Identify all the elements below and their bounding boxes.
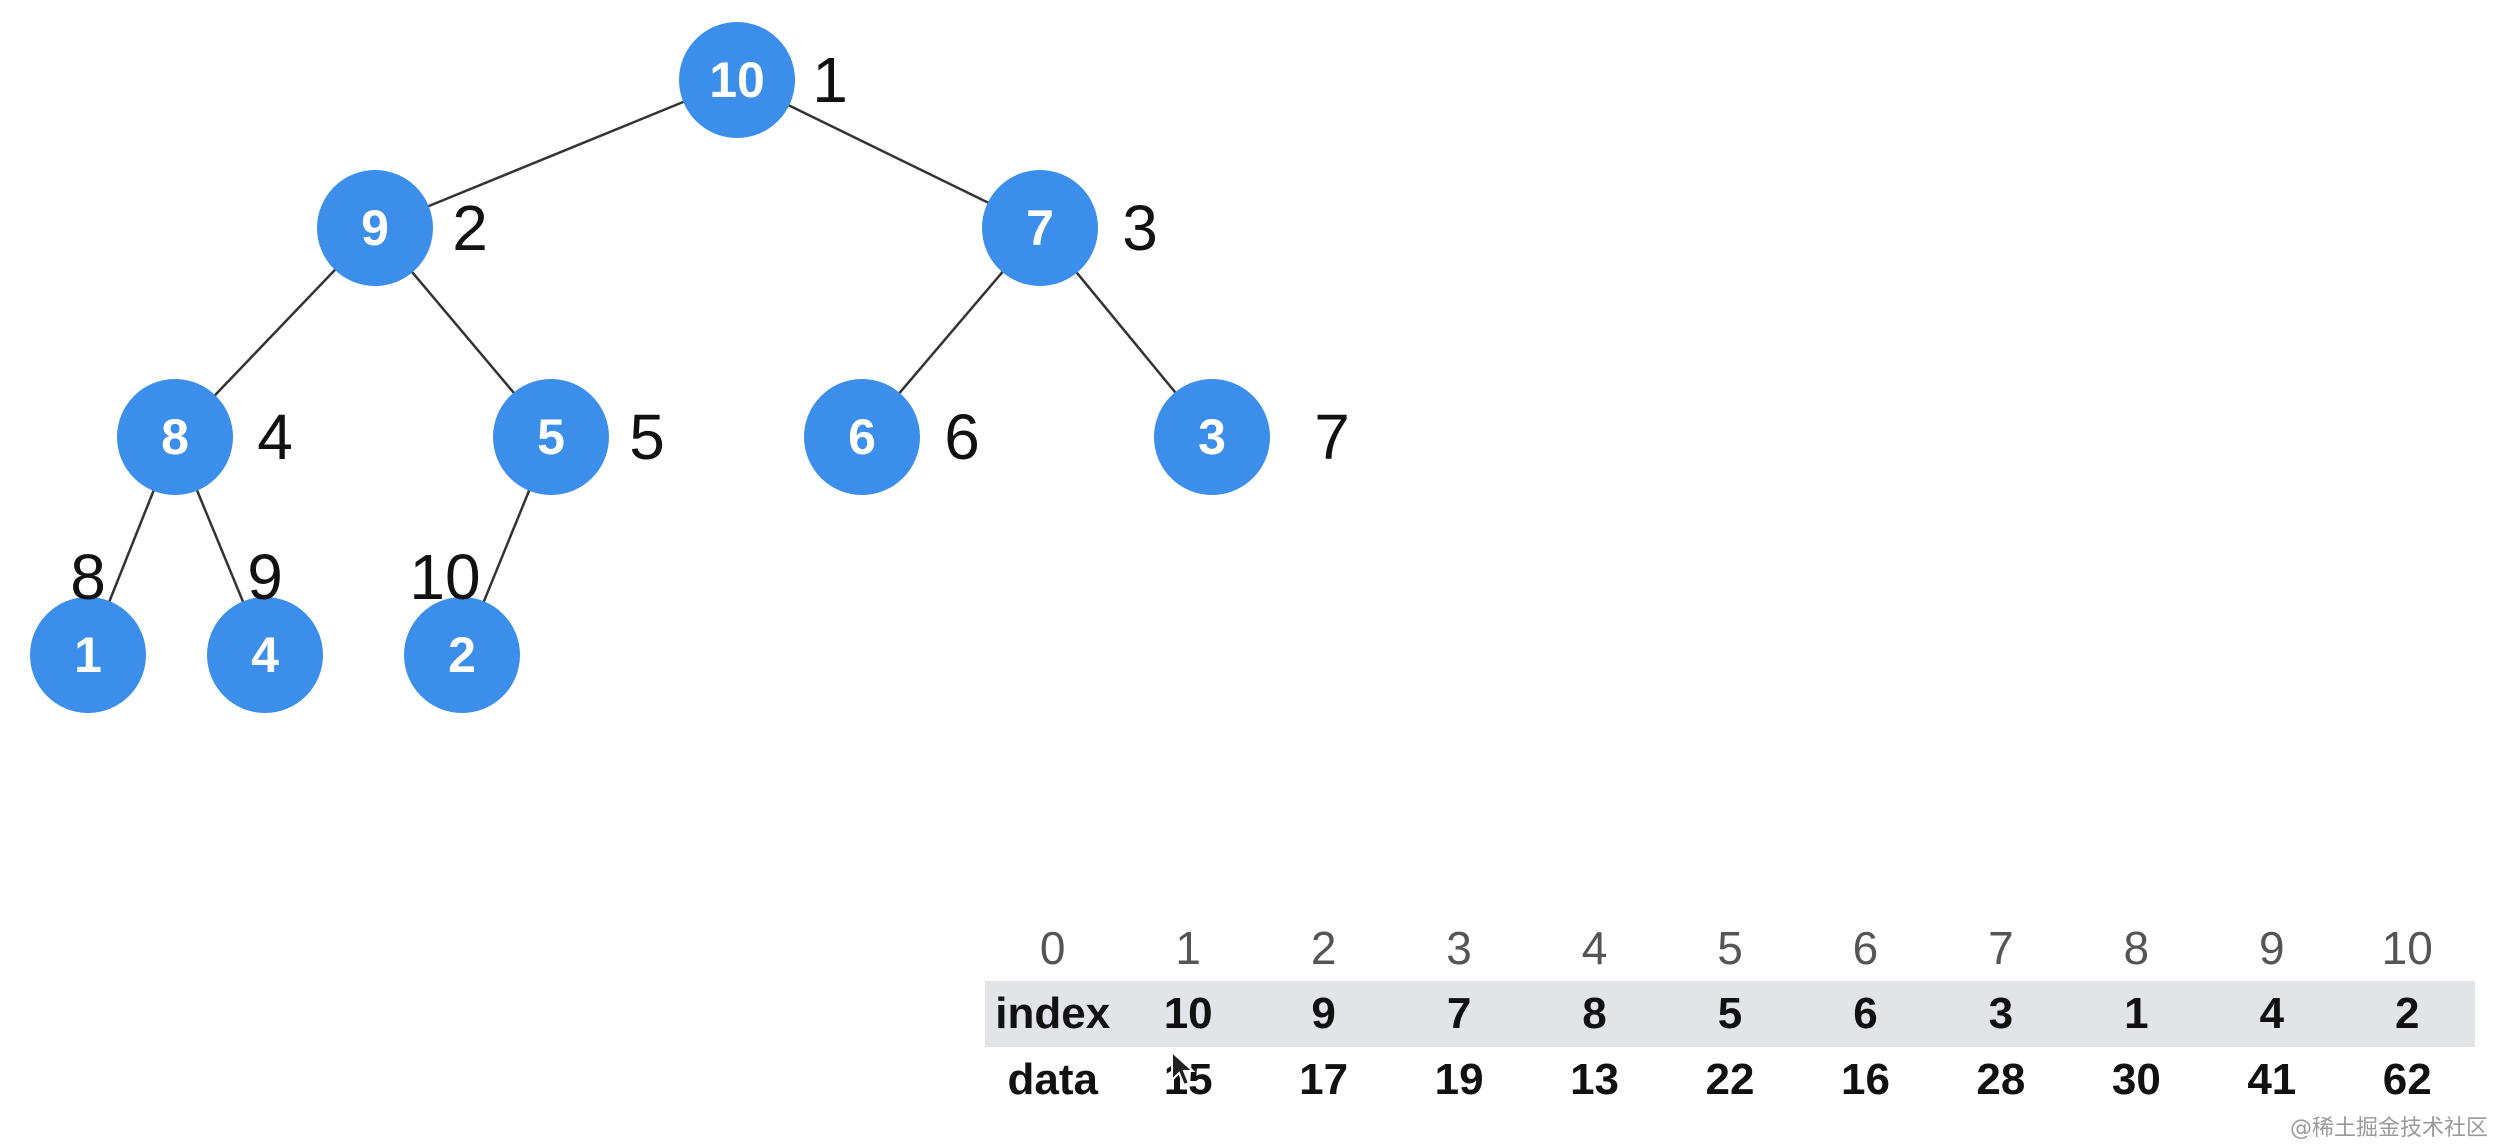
- index-cell: 9: [1255, 981, 1392, 1047]
- tree-node-index-label: 10: [409, 541, 480, 613]
- tree-node-circle: [982, 170, 1098, 286]
- tree-node-circle: [679, 22, 795, 138]
- index-cell: 3: [1933, 981, 2069, 1047]
- tree-node-value: 10: [709, 52, 765, 108]
- tree-node-value: 3: [1198, 409, 1226, 465]
- index-row-label: index: [985, 981, 1121, 1047]
- tree-node: 18: [30, 541, 146, 713]
- tree-node-circle: [117, 379, 233, 495]
- tree-edge: [374, 78, 738, 230]
- tree-node: 10 1: [679, 22, 848, 138]
- tree-node-value: 7: [1026, 200, 1054, 256]
- index-row: index 10 9 7 8 5 6 3 1 4 2: [985, 981, 2475, 1047]
- tree-node: 49: [207, 541, 323, 713]
- data-cell: 16: [1840, 1055, 1890, 1104]
- position-header: 0: [1039, 922, 1066, 974]
- data-cell: 13: [1570, 1055, 1620, 1104]
- tree-node-index-label: 1: [812, 44, 848, 116]
- index-cell: 7: [1391, 981, 1527, 1047]
- position-header: 9: [2259, 922, 2285, 974]
- tree-node-circle: [804, 379, 920, 495]
- data-row-label: data: [1007, 1055, 1098, 1104]
- tree-node-value: 4: [251, 627, 279, 683]
- data-cell: 41: [2247, 1055, 2297, 1104]
- tree-node-value: 9: [361, 200, 389, 256]
- tree-node-index-label: 3: [1122, 192, 1158, 264]
- tree-node-index-label: 8: [70, 541, 106, 613]
- position-header: 10: [2381, 922, 2433, 974]
- data-cell: 30: [2111, 1055, 2161, 1104]
- tree-node-circle: [404, 597, 520, 713]
- tree-node-index-label: 2: [452, 192, 488, 264]
- position-header: 8: [2123, 922, 2150, 974]
- position-header: 2: [1310, 922, 1337, 974]
- data-cell: 22: [1705, 1055, 1755, 1104]
- position-header: 6: [1852, 922, 1879, 974]
- index-cell: 5: [1662, 981, 1798, 1047]
- tree-node-value: 1: [74, 627, 102, 683]
- tree-node-circle: [493, 379, 609, 495]
- tree-node: 210: [404, 541, 520, 713]
- position-header: 5: [1717, 922, 1743, 974]
- data-row: data 15 17 19 13 22 16 28 30 41 62: [985, 1047, 2475, 1113]
- index-cell: 10: [1120, 981, 1256, 1047]
- tree-node-circle: [1154, 379, 1270, 495]
- heap-array-table: 0 1 2 3 4 5 6 7 8 9 10 index 10 9 7 8 5 …: [985, 915, 2475, 1113]
- index-cell: 8: [1526, 981, 1663, 1047]
- tree-node-value: 5: [537, 409, 565, 465]
- index-cell: 2: [2339, 981, 2475, 1047]
- index-cell: 6: [1797, 981, 1934, 1047]
- tree-node-value: 6: [848, 409, 876, 465]
- position-header: 3: [1446, 922, 1472, 974]
- index-cell: 1: [2068, 981, 2205, 1047]
- tree-node-value: 2: [448, 627, 476, 683]
- mouse-cursor-icon: [1171, 1050, 1196, 1087]
- tree-node-circle: [207, 597, 323, 713]
- position-header-row: 0 1 2 3 4 5 6 7 8 9 10: [985, 915, 2475, 981]
- tree-node-index-label: 6: [944, 401, 980, 473]
- index-cell: 4: [2204, 981, 2340, 1047]
- position-header: 7: [1988, 922, 2014, 974]
- tree-node-index-label: 7: [1314, 401, 1350, 473]
- position-header: 1: [1175, 922, 1201, 974]
- tree-node-index-label: 9: [247, 541, 283, 613]
- tree-node-index-label: 4: [257, 401, 293, 473]
- data-cell: 62: [2382, 1055, 2432, 1104]
- watermark: @稀土掘金技术社区: [2289, 1116, 2488, 1141]
- tree-node-value: 8: [161, 409, 189, 465]
- data-cell: 17: [1299, 1055, 1349, 1104]
- position-header: 4: [1581, 922, 1608, 974]
- tree-node-index-label: 5: [629, 401, 665, 473]
- data-cell: 28: [1976, 1055, 2026, 1104]
- tree-node-circle: [30, 597, 146, 713]
- tree-node-circle: [317, 170, 433, 286]
- data-cell: 19: [1434, 1055, 1484, 1104]
